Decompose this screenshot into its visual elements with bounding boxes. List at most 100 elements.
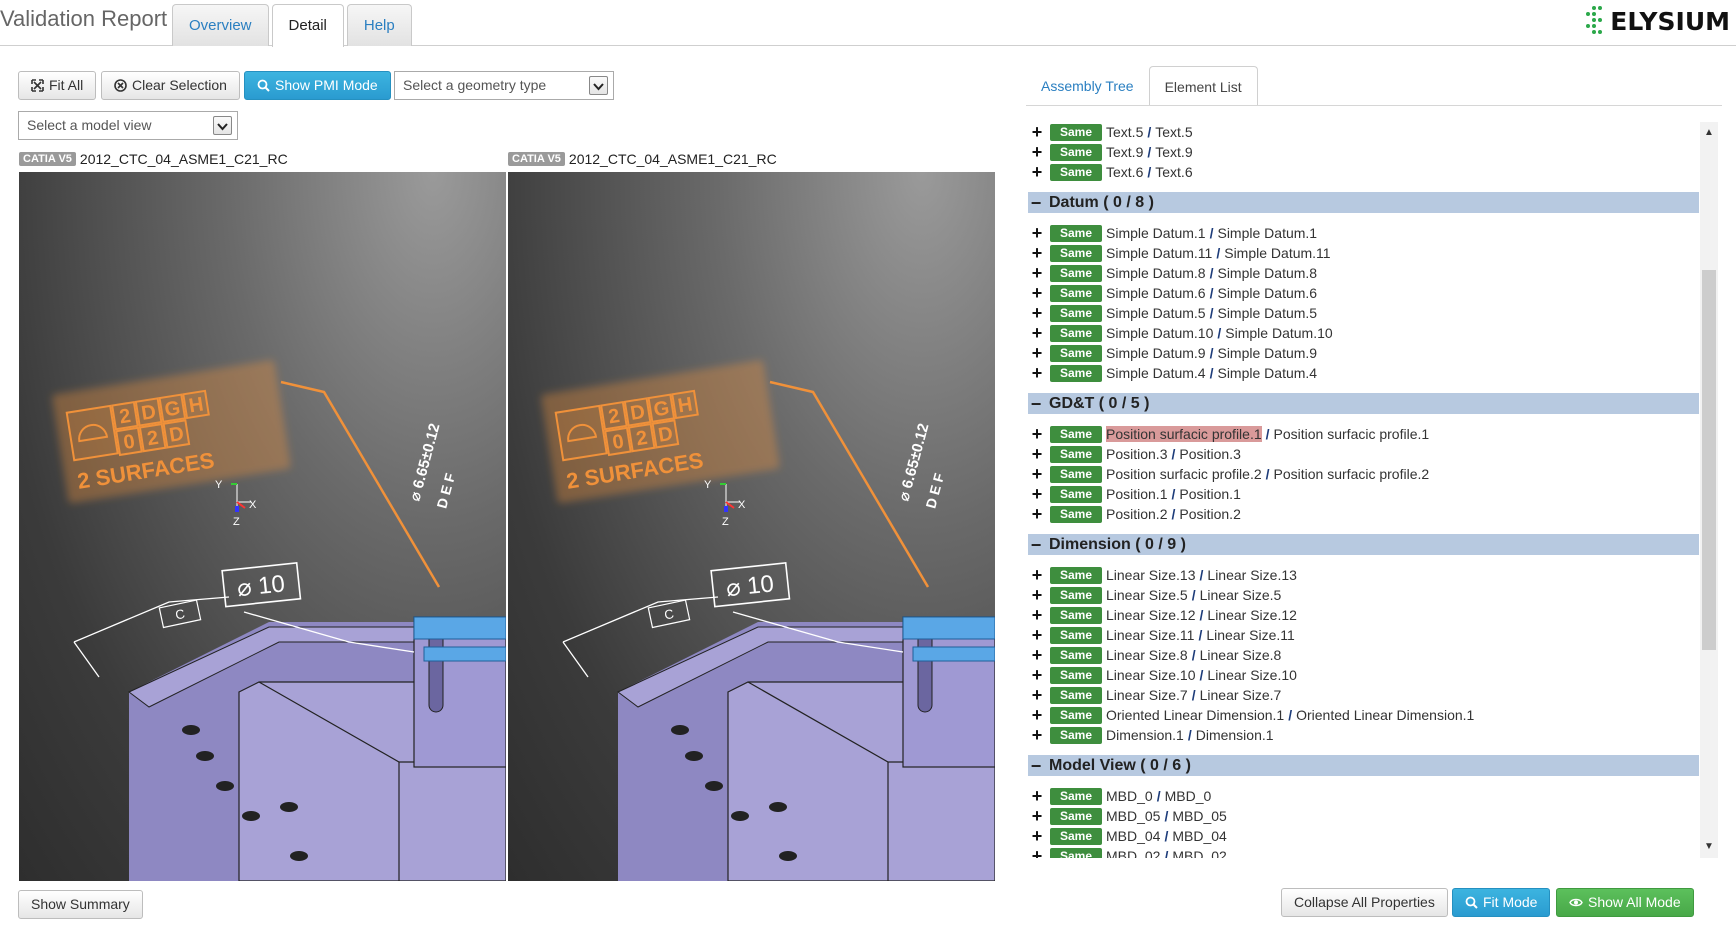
section-header[interactable]: −Datum ( 0 / 8 ) (1028, 192, 1699, 213)
left-element-name[interactable]: Simple Datum.1 (1106, 225, 1206, 241)
collapse-minus-icon[interactable]: − (1030, 534, 1042, 555)
right-element-name[interactable]: Position.2 (1179, 506, 1241, 522)
expand-plus-icon[interactable]: + (1031, 464, 1043, 484)
right-element-name[interactable]: Position surfacic profile.2 (1273, 466, 1430, 482)
left-element-name[interactable]: MBD_0 (1106, 788, 1153, 804)
right-element-name[interactable]: Dimension.1 (1195, 727, 1274, 743)
expand-plus-icon[interactable]: + (1031, 303, 1043, 323)
tab-help[interactable]: Help (346, 4, 412, 46)
expand-plus-icon[interactable]: + (1031, 585, 1043, 605)
element-list-scrollbar[interactable]: ▲ ▼ (1700, 122, 1718, 858)
expand-plus-icon[interactable]: + (1031, 645, 1043, 665)
section-header[interactable]: −GD&T ( 0 / 5 ) (1028, 393, 1699, 414)
left-element-name[interactable]: Simple Datum.5 (1106, 305, 1206, 321)
expand-plus-icon[interactable]: + (1031, 786, 1043, 806)
left-element-name[interactable]: Linear Size.12 (1106, 607, 1196, 623)
left-element-name[interactable]: Text.5 (1106, 124, 1144, 140)
left-element-name[interactable]: Simple Datum.11 (1106, 245, 1213, 261)
left-element-name[interactable]: Simple Datum.6 (1106, 285, 1206, 301)
left-element-name[interactable]: Position.1 (1106, 486, 1168, 502)
collapse-all-properties-button[interactable]: Collapse All Properties (1281, 888, 1448, 917)
right-element-name[interactable]: Simple Datum.4 (1217, 365, 1318, 381)
tab-element-list[interactable]: Element List (1148, 66, 1258, 106)
right-element-name[interactable]: Oriented Linear Dimension.1 (1296, 707, 1475, 723)
model-view-select[interactable]: Select a model view (18, 111, 238, 140)
expand-plus-icon[interactable]: + (1031, 424, 1043, 444)
right-element-name[interactable]: Linear Size.10 (1207, 667, 1297, 683)
right-element-name[interactable]: Text.9 (1155, 144, 1193, 160)
clear-selection-button[interactable]: Clear Selection (101, 71, 240, 100)
expand-plus-icon[interactable]: + (1031, 846, 1043, 858)
right-element-name[interactable]: MBD_0 (1164, 788, 1212, 804)
geometry-dropdown-chevron-icon[interactable] (589, 76, 608, 95)
left-element-name[interactable]: Position.2 (1106, 506, 1168, 522)
left-element-name[interactable]: MBD_05 (1106, 808, 1161, 824)
expand-plus-icon[interactable]: + (1031, 444, 1043, 464)
tab-overview[interactable]: Overview (172, 4, 269, 46)
fit-mode-button[interactable]: Fit Mode (1452, 888, 1551, 917)
expand-plus-icon[interactable]: + (1031, 504, 1043, 524)
expand-plus-icon[interactable]: + (1031, 826, 1043, 846)
expand-plus-icon[interactable]: + (1031, 343, 1043, 363)
expand-plus-icon[interactable]: + (1031, 725, 1043, 745)
expand-plus-icon[interactable]: + (1031, 122, 1043, 142)
right-element-name[interactable]: Linear Size.12 (1207, 607, 1297, 623)
right-element-name[interactable]: MBD_05 (1172, 808, 1227, 824)
right-element-name[interactable]: Linear Size.11 (1206, 627, 1295, 643)
right-element-name[interactable]: Linear Size.5 (1199, 587, 1282, 603)
left-element-name[interactable]: MBD_04 (1106, 828, 1161, 844)
left-element-name[interactable]: Linear Size.13 (1106, 567, 1196, 583)
right-element-name[interactable]: Simple Datum.11 (1224, 245, 1331, 261)
left-element-name[interactable]: MBD_02 (1106, 848, 1161, 858)
left-element-name[interactable]: Position surfacic profile.1 (1106, 426, 1262, 442)
right-element-name[interactable]: Simple Datum.6 (1217, 285, 1318, 301)
tab-detail[interactable]: Detail (271, 4, 344, 47)
tab-assembly-tree[interactable]: Assembly Tree (1041, 78, 1134, 94)
left-element-name[interactable]: Simple Datum.4 (1106, 365, 1206, 381)
show-all-mode-button[interactable]: Show All Mode (1556, 888, 1694, 917)
right-element-name[interactable]: Simple Datum.5 (1217, 305, 1318, 321)
expand-plus-icon[interactable]: + (1031, 806, 1043, 826)
expand-plus-icon[interactable]: + (1031, 142, 1043, 162)
right-element-name[interactable]: Text.6 (1155, 164, 1193, 180)
right-element-name[interactable]: Linear Size.13 (1207, 567, 1297, 583)
left-element-name[interactable]: Oriented Linear Dimension.1 (1106, 707, 1285, 723)
expand-plus-icon[interactable]: + (1031, 605, 1043, 625)
geometry-type-select[interactable]: Select a geometry type (394, 71, 614, 100)
expand-plus-icon[interactable]: + (1031, 363, 1043, 383)
left-element-name[interactable]: Linear Size.11 (1106, 627, 1195, 643)
expand-plus-icon[interactable]: + (1031, 484, 1043, 504)
right-element-name[interactable]: MBD_04 (1172, 828, 1227, 844)
left-element-name[interactable]: Simple Datum.10 (1106, 325, 1214, 341)
right-element-name[interactable]: MBD_02 (1172, 848, 1227, 858)
expand-plus-icon[interactable]: + (1031, 323, 1043, 343)
left-element-name[interactable]: Simple Datum.8 (1106, 265, 1206, 281)
collapse-minus-icon[interactable]: − (1030, 192, 1042, 213)
expand-plus-icon[interactable]: + (1031, 665, 1043, 685)
right-element-name[interactable]: Linear Size.7 (1199, 687, 1282, 703)
right-element-name[interactable]: Position.3 (1179, 446, 1241, 462)
left-element-name[interactable]: Dimension.1 (1106, 727, 1184, 743)
scroll-down-icon[interactable]: ▼ (1704, 841, 1714, 852)
left-element-name[interactable]: Position.3 (1106, 446, 1168, 462)
